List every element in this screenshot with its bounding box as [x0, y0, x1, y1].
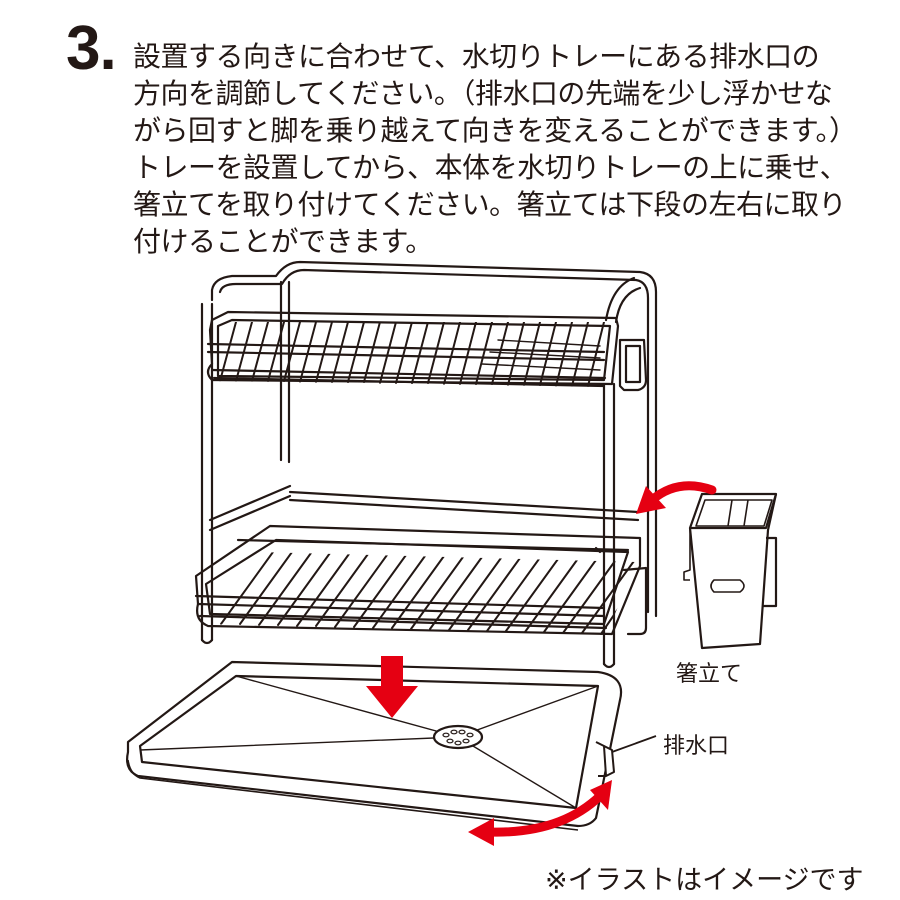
lower-tray — [194, 524, 648, 636]
step-number: 3. — [66, 14, 117, 83]
drain-leader-line — [611, 735, 657, 753]
drain-tray — [126, 660, 623, 831]
drain-grate — [432, 724, 484, 750]
instruction-line: トレーを設置してから、本体を水切りトレーの上に乗せ、 — [133, 151, 848, 184]
instruction-line: 箸立てを取り付けてください。箸立ては下段の左右に取り — [133, 188, 847, 221]
arrow-down-icon — [366, 656, 418, 718]
chopstick-holder — [683, 492, 778, 650]
dish-rack — [194, 260, 658, 669]
drain-outlet-label: 排水口 — [663, 734, 730, 759]
instruction-text: 設置する向きに合わせて、水切りトレーにある排水口の 方向を調節してください。（排… — [133, 38, 857, 260]
upper-tray — [206, 310, 648, 392]
instruction-line: 方向を調節してください。（排水口の先端を少し浮かせな — [133, 77, 833, 110]
attach-arrow-icon — [636, 481, 717, 514]
rotate-arrow-icon — [468, 780, 612, 846]
illustration-note: ※イラストはイメージです — [545, 865, 864, 896]
instruction-line: 付けることができます。 — [133, 225, 433, 258]
instruction-line: 設置する向きに合わせて、水切りトレーにある排水口の — [133, 40, 820, 73]
instruction-line: がら回すと脚を乗り越えて向きを変えることができます。） — [133, 114, 857, 147]
chopstick-holder-label: 箸立て — [676, 662, 743, 687]
